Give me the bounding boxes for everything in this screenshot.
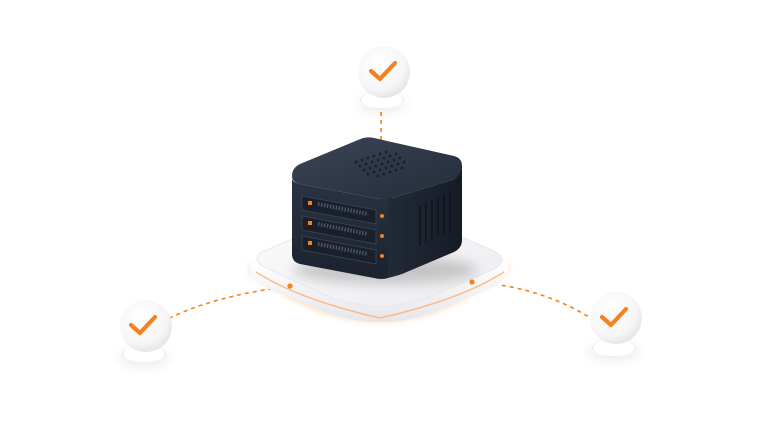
verified-node-left [118,300,172,366]
checkmark-icon [368,60,398,82]
drive-led [308,201,312,205]
connector-right [469,281,609,331]
drive-bay-3 [301,235,384,265]
drive-bays [301,195,384,265]
drive-led [308,221,312,225]
status-led [380,254,384,258]
side-vents [419,191,451,246]
drive-bay-2 [301,215,384,245]
server-icon [292,137,462,279]
drive-led [308,241,312,245]
checkmark-icon [599,306,629,328]
checkmark-icon [128,314,158,336]
verified-node-right [588,292,642,360]
verified-node-top [358,46,410,112]
vent-grille [354,150,406,178]
status-led [380,234,384,238]
anchor-dot-right [469,279,475,285]
connector-left [161,285,293,323]
status-led [380,214,384,218]
drive-bay-1 [301,195,384,225]
anchor-dot-left [287,283,293,289]
